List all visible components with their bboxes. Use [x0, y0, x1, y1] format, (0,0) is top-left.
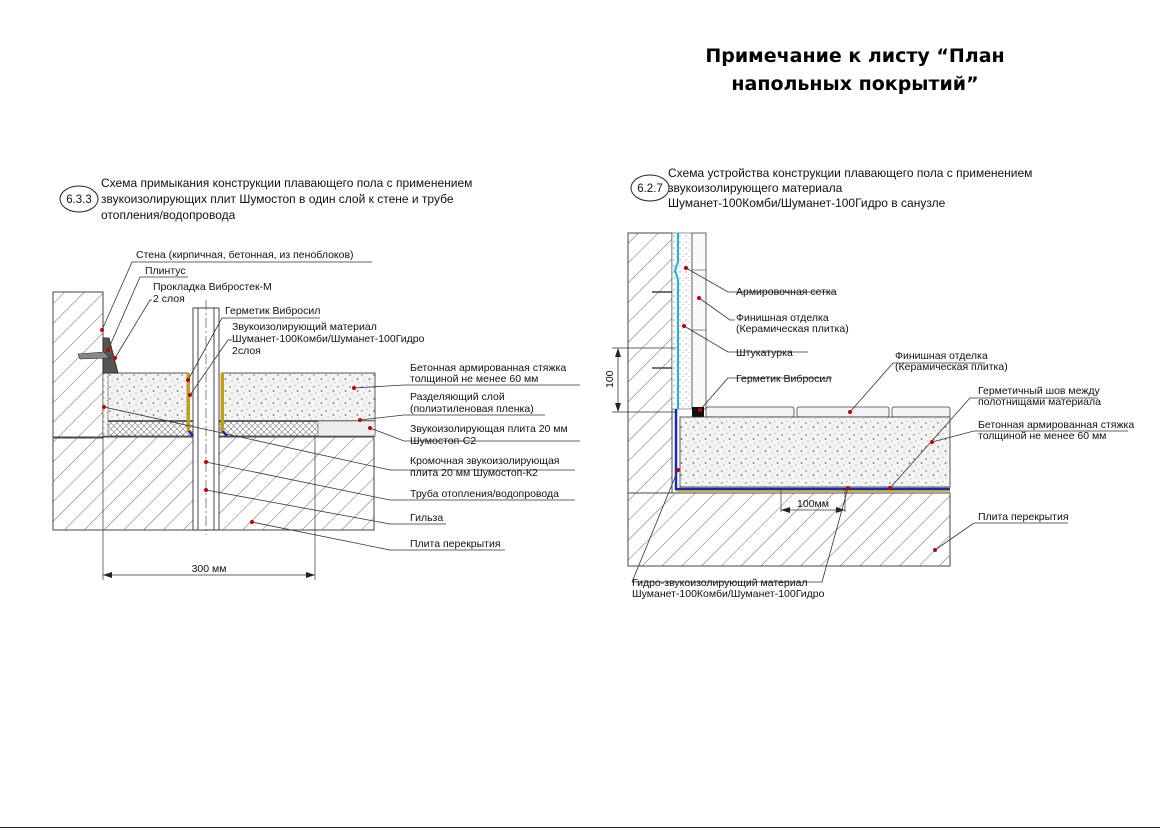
right-plaster — [671, 232, 693, 410]
right-label-hydro-2: Шуманет-100Комби/Шуманет-100Гидро — [632, 588, 825, 600]
left-dim-label: 300 мм — [192, 563, 227, 575]
page-title: Примечание к листу “План напольных покры… — [640, 42, 1070, 98]
left-label-edge-1: Кромочная звукоизолирующая — [410, 455, 559, 467]
left-sealant-a — [187, 373, 190, 431]
left-plate-end — [317, 420, 376, 437]
right-heading-line-2: звукоизолирующего материала — [668, 181, 843, 195]
left-leader-dots — [100, 328, 372, 524]
right-dim-100-label: 100 — [604, 370, 616, 388]
right-number: 6.2.7 — [637, 183, 663, 195]
left-label-slab: Плита перекрытия — [410, 538, 501, 550]
right-wall-tile — [691, 232, 707, 410]
right-label-sealant: Герметик Вибросил — [736, 373, 831, 385]
page-bottom-rule — [0, 827, 1160, 828]
right-label-slab: Плита перекрытия — [978, 511, 1069, 523]
left-anchor — [77, 351, 111, 360]
left-label-separation-1: Разделяющий слой — [410, 391, 505, 403]
left-label-sleeve: Гильза — [410, 512, 443, 524]
right-floor-slab — [627, 492, 951, 567]
left-label-gasket-1: Прокладка Вибростек-М — [153, 281, 272, 293]
right-heading-line-1: Схема устройства конструкции плавающего … — [668, 166, 1032, 180]
left-label-sound-1: Звукоизолирующий материал — [232, 321, 377, 333]
left-label-plate-2: Шумостоп-С2 — [410, 435, 476, 447]
right-detail: 6.2.7 Схема устройства конструкции плава… — [604, 166, 1134, 600]
left-label-plate-1: Звукоизолирующая плита 20 мм — [410, 423, 568, 435]
right-label-finish-2: (Керамическая плитка) — [736, 323, 849, 335]
right-label-hydro-1: Гидро-звукоизолирующий материал — [632, 577, 808, 589]
right-label-screed-2: толщиной не менее 60 мм — [978, 430, 1106, 442]
right-floor-tiles — [705, 406, 951, 418]
right-label-screed-1: Бетонная армированная стяжка — [978, 419, 1134, 431]
left-label-screed-2: толщиной не менее 60 мм — [410, 373, 538, 385]
left-label-sealant: Герметик Вибросил — [225, 305, 320, 317]
right-label-plaster: Штукатурка — [736, 347, 793, 359]
left-label-gasket-2: 2 слоя — [153, 293, 185, 305]
left-label-sound-3: 2слоя — [232, 345, 261, 357]
left-label-sound-2: Шуманет-100Комби/Шуманет-100Гидро — [232, 333, 425, 345]
left-label-separation-2: (полиэтиленовая пленка) — [410, 403, 534, 415]
right-blue-wall-layer — [673, 233, 679, 409]
right-label-seam-2: полотнищами материала — [978, 396, 1101, 408]
left-skirting — [102, 337, 119, 374]
left-leaders — [101, 261, 580, 551]
right-label-mesh: Армировочная сетка — [736, 286, 837, 298]
left-wall — [52, 291, 104, 439]
left-screed-a — [102, 372, 189, 422]
page-title-line-1: Примечание к листу “План — [705, 45, 1005, 67]
right-label-floor-finish-1: Финишная отделка — [895, 350, 988, 362]
left-number-bubble: 6.3.3 — [59, 185, 99, 213]
left-sealant-b — [221, 373, 224, 431]
left-label-wall: Стена (кирпичная, бетонная, из пеноблоко… — [136, 249, 354, 261]
right-leaders — [631, 267, 1128, 583]
left-heading-line-1: Схема примыкания конструкции плавающего … — [101, 176, 472, 190]
right-heading-line-3: Шуманет-100Комби/Шуманет-100Гидро в сану… — [668, 196, 946, 210]
left-label-edge-2: плита 20 мм Шумостоп-К2 — [410, 467, 538, 479]
left-heading-line-2: звукоизолирующих плит Шумостоп в один сл… — [101, 192, 454, 206]
left-label-skirting: Плинтус — [145, 265, 186, 277]
left-screed-b — [221, 372, 376, 422]
left-label-screed-1: Бетонная армированная стяжка — [410, 362, 566, 374]
right-number-bubble: 6.2.7 — [630, 174, 670, 202]
left-edge-strip — [102, 372, 109, 437]
left-detail: 6.3.3 Схема примыкания конструкции плава… — [52, 176, 580, 580]
right-sealant — [692, 407, 704, 417]
right-hydro-material — [674, 409, 950, 491]
right-wall — [627, 232, 673, 494]
right-screed — [679, 416, 951, 488]
right-label-seam-1: Герметичный шов между — [978, 385, 1100, 397]
left-heading-line-3: отопления/водопровода — [101, 208, 236, 222]
right-label-floor-finish-2: (Керамическая плитка) — [895, 361, 1008, 373]
left-label-pipe: Труба отопления/водопровода — [410, 488, 559, 500]
right-dim-100mm-label: 100мм — [797, 498, 829, 510]
page-title-line-2: напольных покрытий” — [731, 73, 979, 95]
right-leader-dots — [676, 266, 937, 552]
left-number: 6.3.3 — [66, 194, 92, 206]
right-label-finish-1: Финишная отделка — [736, 312, 829, 324]
